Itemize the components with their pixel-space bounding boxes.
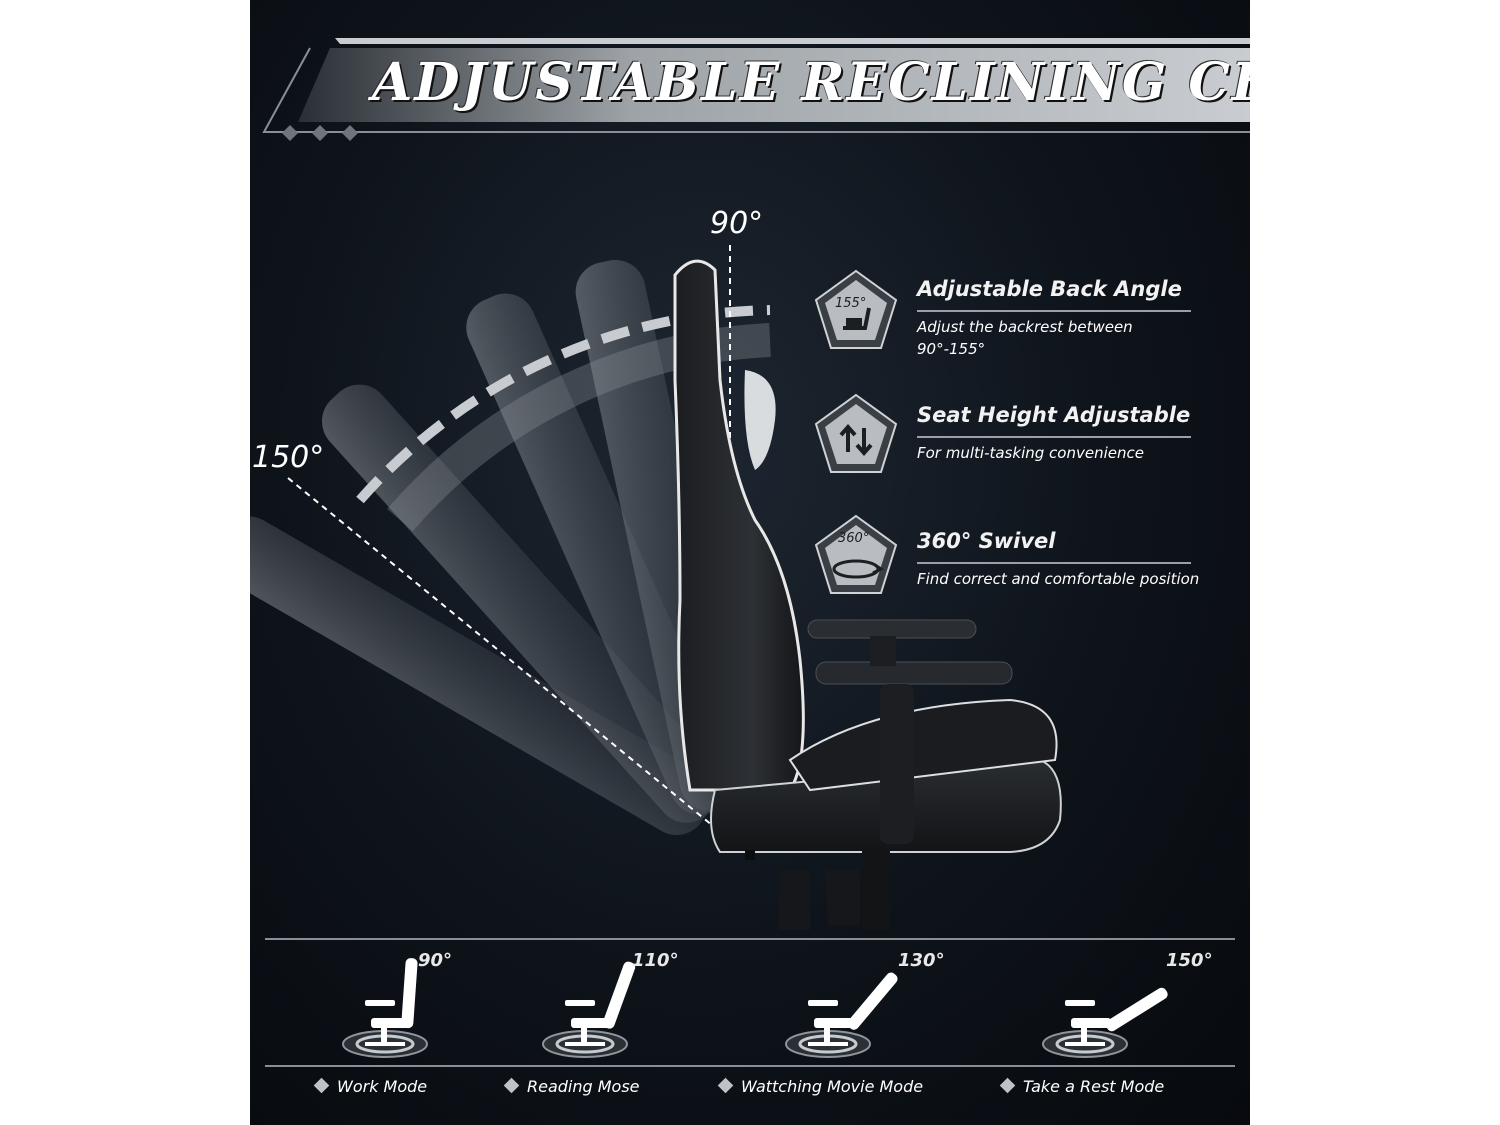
diamond-bullet-icon [503, 1077, 520, 1094]
banner-title: ADJUSTABLE RECLINING CHAIR [372, 52, 1250, 113]
guide-line-150 [287, 477, 719, 831]
angle-label-150: 150° [252, 440, 325, 475]
angle-label-90: 90° [710, 206, 764, 241]
feature-title-swivel: 360° Swivel [917, 529, 1056, 553]
feature-divider [917, 562, 1191, 564]
feature-title-back-angle: Adjustable Back Angle [917, 277, 1182, 301]
swivel-360-icon-text: 360° [838, 531, 870, 546]
mode-chair-icons [342, 958, 1168, 1058]
rest-mode-chair-icon [1042, 987, 1168, 1058]
up-down-arrows-icon [814, 393, 898, 473]
feature-desc-swivel: Find correct and comfortable position [917, 570, 1200, 588]
modes-bottom-divider [265, 1065, 1235, 1067]
backrest-angle-icon-text: 155° [835, 296, 867, 311]
swivel-360-icon [814, 514, 898, 594]
feature-desc-back-angle: Adjust the backrest between 90°-155° [917, 318, 1133, 358]
diamond-bullet-icon [313, 1077, 330, 1094]
product-image-panel: ADJUSTABLE RECLINING CHAIR [250, 0, 1250, 1125]
banner-ribbon [262, 38, 1250, 141]
mode-angle-reading: 110° [632, 950, 679, 971]
chair-illustration [250, 245, 1062, 930]
ghost-backrest-130 [321, 384, 724, 823]
movie-mode-chair-icon [785, 972, 898, 1058]
diamond-bullet-icon [717, 1077, 734, 1094]
backrest-angle-icon [814, 269, 898, 349]
mode-label-rest: Take a Rest Mode [999, 1077, 1164, 1096]
mode-angle-work: 90° [418, 950, 453, 971]
feature-desc-seat-height: For multi-tasking convenience [917, 444, 1144, 462]
feature-title-seat-height: Seat Height Adjustable [917, 403, 1191, 427]
mode-label-reading: Reading Mose [503, 1077, 640, 1096]
work-mode-chair-icon [342, 958, 428, 1058]
upright-chair [673, 259, 1062, 930]
mode-angle-movie: 130° [898, 950, 945, 971]
reading-mode-chair-icon [542, 961, 636, 1058]
mode-angle-rest: 150° [1166, 950, 1213, 971]
mode-label-movie: Wattching Movie Mode [717, 1077, 923, 1096]
mode-label-work: Work Mode [313, 1077, 427, 1096]
modes-top-divider [265, 938, 1235, 940]
feature-divider [917, 436, 1191, 438]
feature-divider [917, 310, 1191, 312]
ghost-backrest-150 [250, 516, 712, 835]
diamond-bullet-icon [999, 1077, 1016, 1094]
